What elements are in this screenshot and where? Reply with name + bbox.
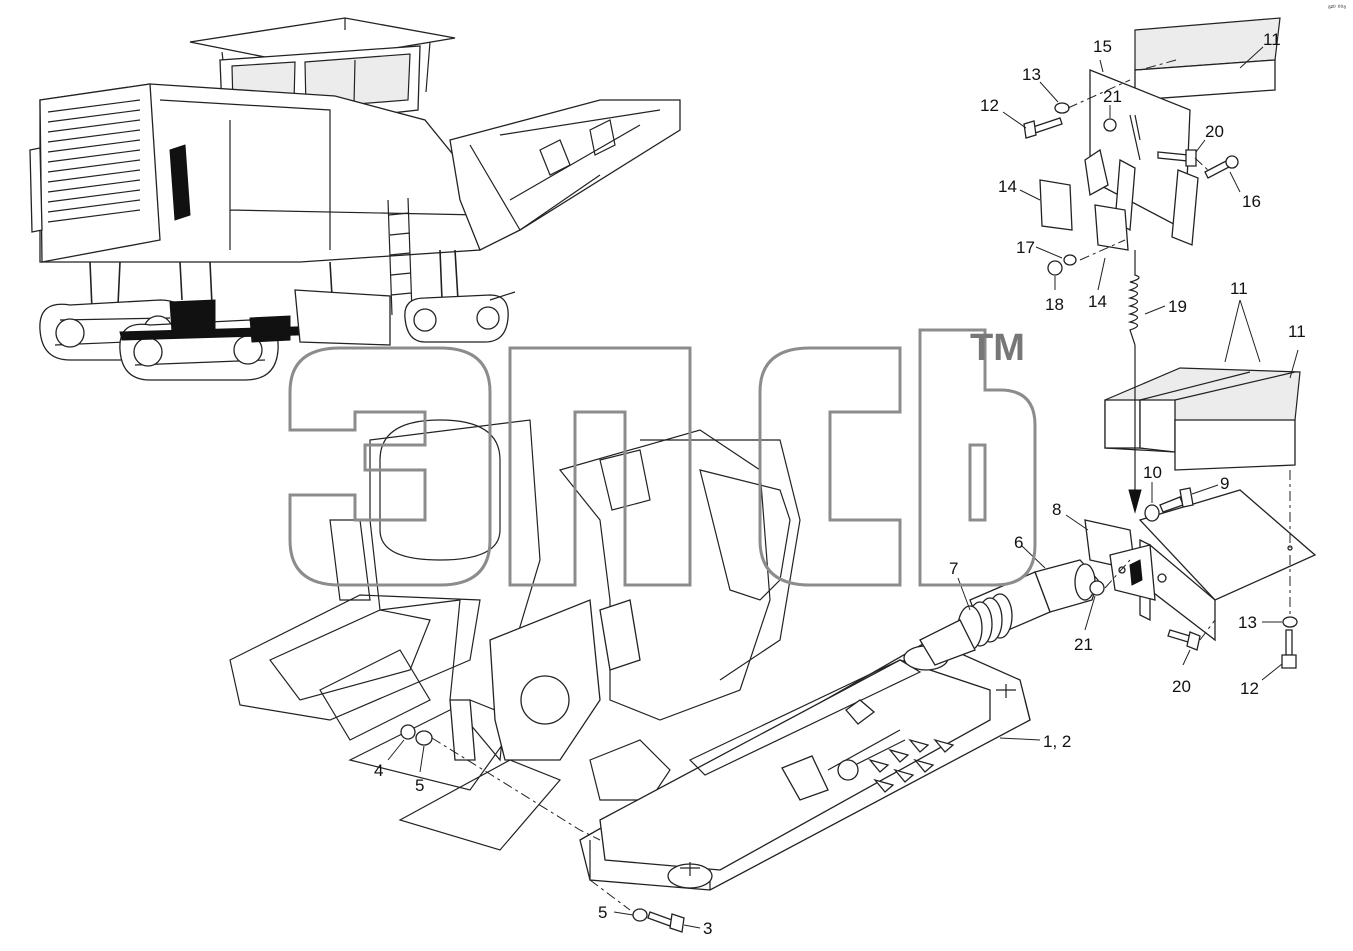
right-track	[404, 291, 516, 343]
callout-17: 17	[1016, 238, 1035, 257]
callout-15: 15	[1093, 37, 1112, 56]
callout-18: 18	[1045, 295, 1064, 314]
bolt-3	[647, 911, 685, 933]
callout-14-lower: 14	[1088, 292, 1107, 311]
callout-13-top: 13	[1022, 65, 1041, 84]
callout-21-top: 21	[1103, 87, 1122, 106]
callout-20-lower: 20	[1172, 677, 1191, 696]
callout-5-lower: 5	[598, 903, 607, 922]
washer-13-top	[1054, 102, 1070, 114]
spring	[1127, 250, 1140, 346]
washer-17	[1063, 254, 1077, 266]
callout-11-right: 11	[1288, 322, 1306, 341]
callout-3: 3	[703, 919, 712, 938]
callout-1-2: 1, 2	[1043, 732, 1071, 751]
leader-lines	[387, 46, 1299, 929]
callout-13-lower: 13	[1238, 613, 1257, 632]
callout-21-lower: 21	[1074, 635, 1093, 654]
mounting-bracket	[1084, 489, 1317, 642]
nut-21-lower	[1089, 580, 1105, 596]
bolt-20-top	[1157, 149, 1197, 167]
assembly-lines	[431, 59, 1291, 911]
bolt-20-lower	[1167, 629, 1201, 651]
nut-18	[1047, 260, 1063, 276]
callout-11-top: 11	[1263, 30, 1281, 49]
pad-upper	[1134, 17, 1281, 101]
washer-13-lower	[1282, 616, 1298, 628]
callout-16: 16	[1242, 192, 1261, 211]
tube-handle	[919, 559, 1099, 666]
callout-4: 4	[374, 761, 383, 780]
tool-set	[837, 738, 955, 793]
watermark-logo: TM	[288, 327, 1037, 587]
trademark-mark: TM	[970, 327, 1025, 369]
callout-9: 9	[1220, 474, 1229, 493]
washer-5-upper	[415, 730, 433, 746]
callout-labels: 11 15 13 21 12 20 14 16 17 18 14 19 11 1…	[374, 30, 1306, 938]
callout-20-top: 20	[1205, 122, 1224, 141]
callout-8: 8	[1052, 500, 1061, 519]
nut-4	[400, 724, 416, 740]
washer-10	[1144, 504, 1160, 522]
callout-19: 19	[1168, 297, 1187, 316]
callout-10: 10	[1143, 463, 1162, 482]
bolt-9	[1159, 487, 1194, 513]
washer-5-lower	[632, 908, 648, 922]
callout-6: 6	[1014, 533, 1023, 552]
callout-14-upper: 14	[998, 177, 1017, 196]
bolt-12-top	[1023, 117, 1063, 139]
milling-machine-illustration	[29, 17, 681, 381]
pad-set-lower	[1104, 367, 1301, 471]
callout-7: 7	[949, 559, 958, 578]
bolt-16	[1204, 155, 1239, 179]
callout-12-top: 12	[980, 96, 999, 115]
bolt-12-lower	[1281, 629, 1297, 669]
callout-5-upper: 5	[415, 776, 424, 795]
chassis-frame	[229, 419, 801, 851]
tool-tray	[579, 639, 1031, 891]
corner-code: ᵃ²⁰ ⁰⁰⁸	[1328, 4, 1346, 12]
callout-12-lower: 12	[1240, 679, 1259, 698]
upper-bracket	[1039, 69, 1199, 251]
radiator-grille	[47, 99, 141, 223]
callout-11-middle: 11	[1230, 279, 1248, 298]
